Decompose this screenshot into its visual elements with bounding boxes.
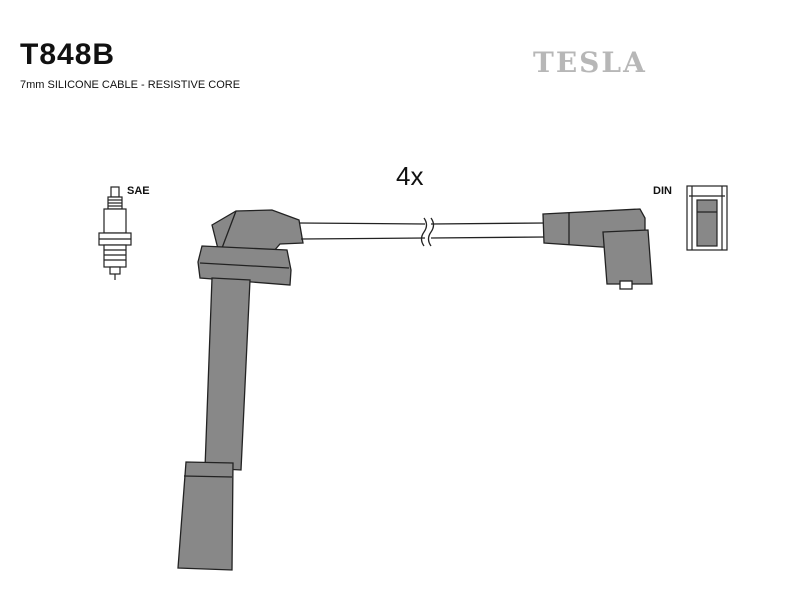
din-terminal-icon — [686, 185, 728, 251]
plug-boot — [177, 209, 304, 571]
cable — [298, 217, 546, 247]
cable-description: 7mm SILICONE CABLE - RESISTIVE CORE — [20, 79, 241, 91]
distributor-boot — [542, 208, 653, 290]
sae-label: SAE — [127, 185, 150, 197]
brand-logo: TESLA — [533, 46, 647, 79]
spark-plug-icon — [98, 186, 132, 280]
quantity-label: 4x — [396, 161, 424, 191]
part-number-title: T848B — [20, 38, 116, 71]
din-label: DIN — [653, 185, 672, 197]
